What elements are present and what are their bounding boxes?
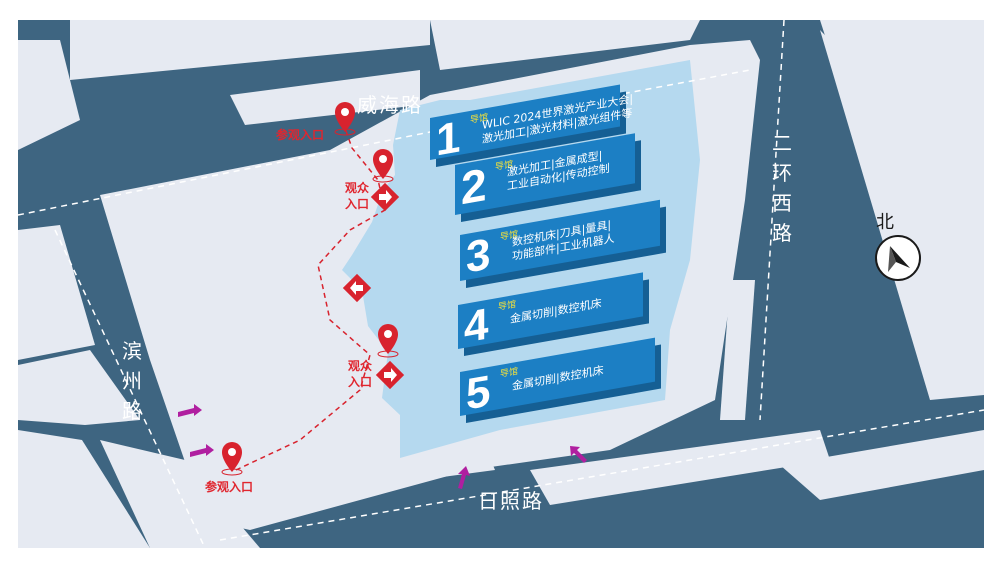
- hall-tag: 导馆: [500, 228, 518, 243]
- visitor-route: [235, 127, 386, 471]
- hall-number: 1: [436, 113, 460, 166]
- map-pin-icon[interactable]: [377, 324, 399, 358]
- map-pin-icon[interactable]: [372, 149, 394, 183]
- hall-tag: 导馆: [495, 158, 513, 173]
- svg-text:二环西路: 二环西路: [772, 131, 794, 245]
- visitor-entrance-label: 参观入口: [276, 127, 324, 142]
- map-pin-icon[interactable]: [334, 102, 356, 136]
- audience-entrance-label: 观众入口: [345, 180, 370, 211]
- visitor-entrance-label: 参观入口: [205, 479, 253, 494]
- north-arrow-icon: [888, 246, 910, 272]
- svg-text:滨州路: 滨州路: [122, 339, 144, 423]
- hall-tag: 导馆: [500, 365, 518, 380]
- compass: 北: [875, 212, 921, 281]
- map-pin-icon[interactable]: [221, 442, 243, 476]
- hall-roof: [458, 272, 643, 349]
- svg-text:观众入口: 观众入口: [348, 358, 373, 389]
- road-label-north: 威海路: [357, 93, 423, 117]
- compass-label: 北: [876, 212, 894, 233]
- hall-number: 3: [466, 230, 490, 283]
- road-label-south: 日照路: [478, 489, 544, 513]
- hall-number: 5: [466, 367, 490, 420]
- gate-arrow-icon: [178, 404, 587, 489]
- hall-number: 2: [461, 158, 487, 214]
- hall-roof: [455, 133, 635, 215]
- hall-tag: 导馆: [498, 298, 516, 313]
- hall-number: 4: [464, 300, 489, 353]
- road-label-west: 滨州路: [122, 339, 144, 423]
- hall-roof: [460, 199, 660, 281]
- svg-text:观众入口: 观众入口: [345, 180, 370, 211]
- hall-roof: [430, 84, 620, 160]
- hall-tag: 导馆: [470, 111, 488, 126]
- hall-roof: [460, 337, 655, 416]
- road-label-east: 二环西路: [772, 131, 794, 245]
- audience-entrance-label: 观众入口: [348, 358, 373, 389]
